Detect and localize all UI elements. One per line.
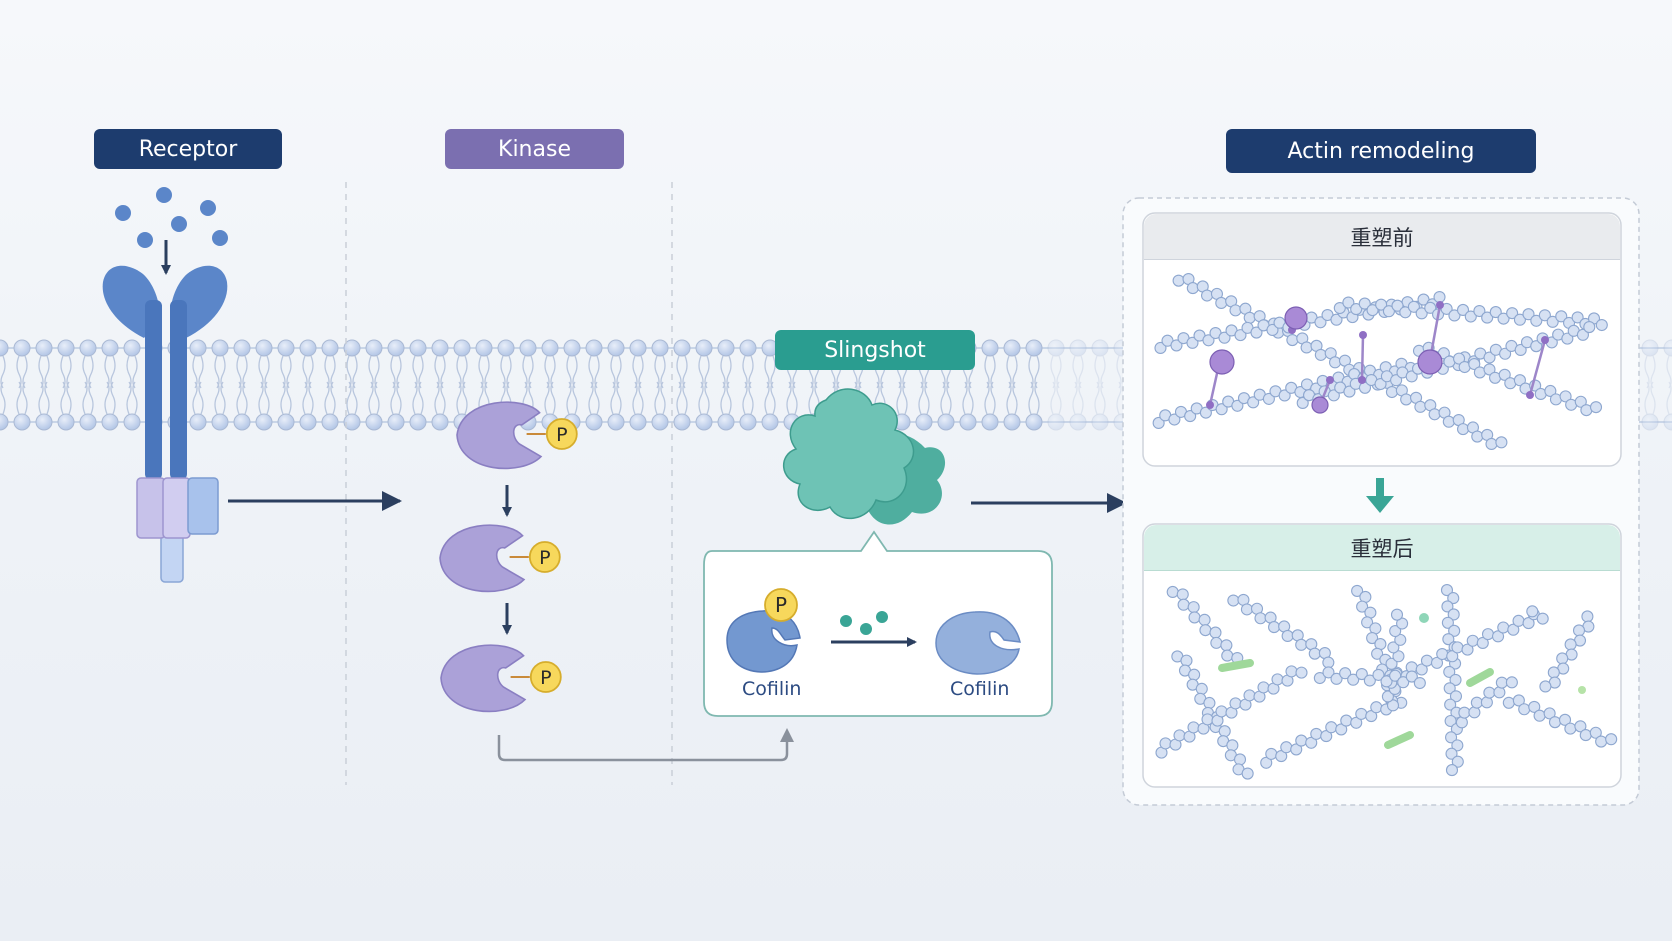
lipid-pair: [299, 339, 317, 431]
monomer-icon: [1419, 613, 1429, 623]
remodeling-down-arrow: [1366, 478, 1394, 513]
phospho-icon: P: [528, 541, 561, 573]
actin-filament-icon: [1171, 650, 1254, 780]
actin-remodeling-label: Actin remodeling: [1226, 129, 1536, 173]
severed-fragment-icon: [1384, 731, 1414, 749]
lipid-pair: [629, 339, 647, 431]
lipid-pair: [717, 339, 735, 431]
actin-filament-icon: [1155, 665, 1308, 759]
before-panel: [1142, 212, 1622, 467]
phospho-label: P: [775, 593, 787, 617]
lipid-pair: [35, 339, 53, 431]
lipid-pair: [563, 339, 581, 431]
severed-fragment-icon: [1466, 668, 1494, 687]
actin-filament-icon: [1455, 676, 1518, 729]
lipid-pair: [101, 339, 119, 431]
lipid-pair: [365, 339, 383, 431]
cofilin-active-label: Cofilin: [950, 678, 1010, 700]
slingshot-label: Slingshot: [775, 330, 975, 370]
lipid-pair: [1025, 339, 1043, 431]
lipid-pair: [739, 339, 757, 431]
lipid-pair: [761, 339, 779, 431]
cofilin-phospho-icon: P: [726, 588, 801, 673]
actin-filament-icon: [1502, 694, 1618, 748]
lipid-pair: [321, 339, 339, 431]
released-phosphate-icon: [840, 611, 888, 635]
phosphatase-blob-icon: [782, 388, 946, 525]
actin-filament-icon: [1539, 610, 1595, 693]
lipid-pair: [79, 339, 97, 431]
phospho-icon: P: [545, 418, 578, 450]
lipid-pair: [233, 339, 251, 431]
actin-filament-icon: [1526, 605, 1549, 625]
lipid-pair: [1069, 339, 1087, 431]
lipid-pair: [585, 339, 603, 431]
kinase-label: Kinase: [445, 129, 624, 169]
before-panel-header: 重塑前: [1144, 214, 1620, 260]
severed-fragment-icon: [1218, 659, 1254, 672]
monomer-icon: [1578, 686, 1586, 694]
lipid-pair: [431, 339, 449, 431]
lipid-pair: [541, 339, 559, 431]
lipid-pair: [189, 339, 207, 431]
actin-filament-icon: [1166, 585, 1244, 665]
lipid-pair: [277, 339, 295, 431]
actin-network-after: [1155, 584, 1618, 780]
crosslinker-icon: [1358, 331, 1367, 384]
lipid-pair: [1641, 339, 1659, 431]
kinase-stack: P P P: [439, 401, 578, 713]
crosslinker-node: [1284, 306, 1308, 330]
receptor-label: Receptor: [94, 129, 282, 169]
phospho-label: P: [556, 424, 567, 446]
lipid-pair: [409, 339, 427, 431]
kinase-to-cofilin-arrow: [497, 728, 794, 762]
crosslinker-node: [1311, 396, 1329, 414]
cofilin-phospho-label: Cofilin: [742, 678, 802, 700]
phospho-label: P: [540, 667, 551, 689]
lipid-pair: [1047, 339, 1065, 431]
actin-network-before: [1152, 272, 1608, 451]
cofilin-active-icon: [935, 611, 1021, 675]
lipid-pair: [123, 339, 141, 431]
crosslinker-icon: [1526, 336, 1549, 399]
lipid-pair: [255, 339, 273, 431]
lipid-pair: [343, 339, 361, 431]
lipid-pair: [0, 339, 9, 431]
crosslinker-node: [1417, 349, 1443, 375]
crosslinker-node: [1209, 349, 1235, 375]
kinase-pacman-icon: P: [440, 644, 562, 713]
actin-filament-icon: [1313, 666, 1426, 690]
lipid-pair: [1091, 339, 1109, 431]
phospho-icon: P: [529, 661, 562, 693]
lipid-pair: [13, 339, 31, 431]
dimeric-receptor-icon: [102, 265, 228, 583]
lipid-pair: [651, 339, 669, 431]
ligand-dots-icon: [115, 187, 228, 248]
lipid-pair: [607, 339, 625, 431]
lipid-pair: [673, 339, 691, 431]
kinase-pacman-icon: P: [456, 401, 578, 470]
lipid-pair: [695, 339, 713, 431]
kinase-pacman-icon: P: [439, 524, 561, 593]
phospho-label: P: [539, 547, 550, 569]
lipid-pair: [1663, 339, 1672, 431]
actin-filament-icon: [1440, 584, 1464, 777]
lipid-pair: [211, 339, 229, 431]
lipid-pair: [387, 339, 405, 431]
after-panel-header: 重塑后: [1144, 525, 1620, 571]
lipid-pair: [1003, 339, 1021, 431]
lipid-pair: [981, 339, 999, 431]
lipid-pair: [57, 339, 75, 431]
